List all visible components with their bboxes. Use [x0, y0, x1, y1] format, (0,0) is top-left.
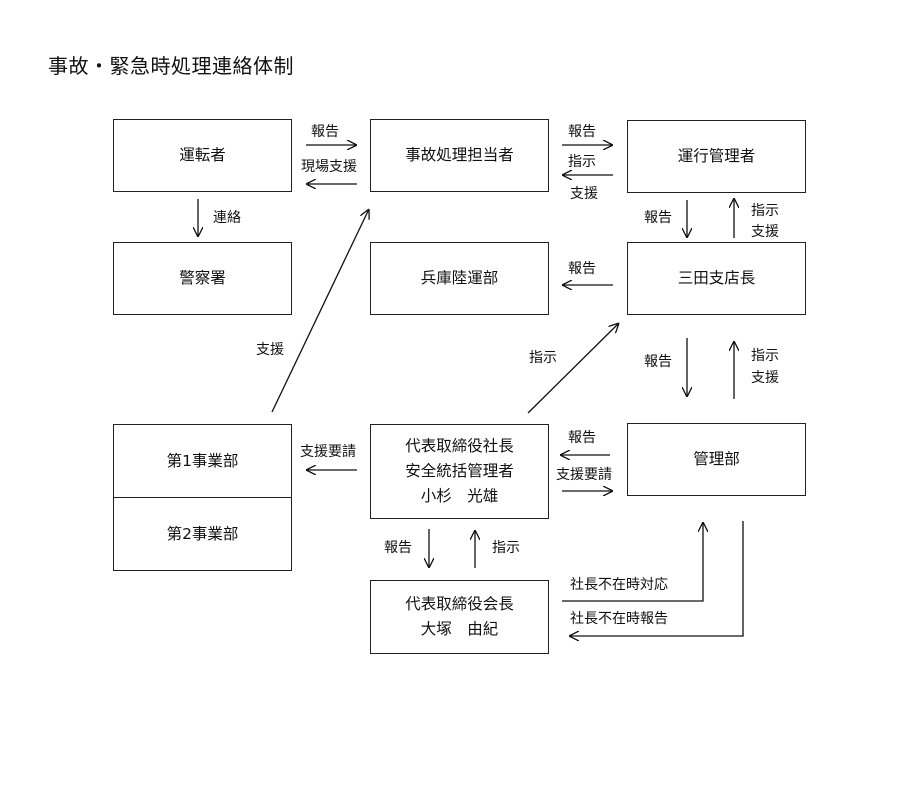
- label-admin-to-branch-instruct: 指示: [751, 348, 779, 364]
- node-div2-label: 第2事業部: [166, 524, 239, 543]
- label-president-to-chairman-report: 報告: [384, 540, 412, 556]
- label-admin-to-president-report: 報告: [568, 430, 596, 446]
- node-police: 警察署: [113, 242, 292, 315]
- node-chairman-line2: 大塚 由紀: [420, 620, 499, 638]
- node-accident-handler: 事故処理担当者: [370, 119, 549, 192]
- node-president: 代表取締役社長 安全統括管理者 小杉 光雄: [370, 424, 549, 519]
- node-accident-handler-label: 事故処理担当者: [405, 146, 514, 165]
- label-branch-to-hyogo-report: 報告: [568, 261, 596, 277]
- node-div1: 第1事業部: [113, 424, 292, 498]
- label-handler-to-opmgr-report: 報告: [568, 124, 596, 140]
- node-hyogo-riku: 兵庫陸運部: [370, 242, 549, 315]
- node-president-line2: 安全統括管理者: [405, 462, 514, 481]
- label-div1-to-handler-support: 支援: [256, 342, 284, 358]
- label-chairman-to-president-instruct: 指示: [492, 540, 520, 556]
- node-driver: 運転者: [113, 119, 292, 192]
- label-president-to-div1-request: 支援要請: [300, 444, 356, 460]
- node-admin-dept: 管理部: [627, 423, 806, 496]
- label-admin-to-branch-support: 支援: [751, 370, 779, 386]
- label-opmgr-to-handler-instruct: 指示: [568, 154, 596, 170]
- label-chairman-to-admin-absent: 社長不在時対応: [570, 577, 668, 593]
- label-admin-to-chairman-absent: 社長不在時報告: [570, 611, 668, 627]
- page-title: 事故・緊急時処理連絡体制: [48, 54, 294, 78]
- node-president-line3: 小杉 光雄: [420, 486, 499, 505]
- node-div2: 第2事業部: [113, 497, 292, 571]
- node-admin-dept-label: 管理部: [693, 450, 740, 469]
- arrow-president-to-branch: [527, 323, 619, 414]
- label-president-to-branch-instruct: 指示: [529, 350, 557, 366]
- node-operation-manager-label: 運行管理者: [677, 147, 756, 166]
- node-chairman: 代表取締役会長 大塚 由紀: [370, 580, 549, 654]
- arrow-admin-to-chairman: [569, 521, 744, 636]
- node-driver-label: 運転者: [179, 146, 226, 165]
- arrow-chairman-to-admin: [562, 522, 703, 602]
- arrow-div1-to-handler: [271, 209, 369, 413]
- node-sanda-branch-manager-label: 三田支店長: [677, 269, 756, 288]
- node-hyogo-riku-label: 兵庫陸運部: [420, 269, 499, 288]
- node-div1-label: 第1事業部: [166, 451, 239, 470]
- label-branch-to-opmgr-support: 支援: [751, 224, 779, 240]
- node-police-label: 警察署: [179, 269, 226, 288]
- label-branch-to-opmgr-instruct: 指示: [751, 203, 779, 219]
- label-opmgr-to-handler-support: 支援: [570, 186, 598, 202]
- label-president-to-admin-request: 支援要請: [556, 467, 612, 483]
- node-president-line1: 代表取締役社長: [405, 437, 514, 456]
- label-driver-to-handler-report: 報告: [311, 124, 339, 140]
- label-branch-to-admin-report: 報告: [644, 354, 672, 370]
- label-handler-to-driver-support: 現場支援: [301, 159, 357, 175]
- label-driver-to-police: 連絡: [213, 210, 241, 226]
- node-operation-manager: 運行管理者: [627, 120, 806, 193]
- label-opmgr-to-branch-report: 報告: [644, 210, 672, 226]
- node-sanda-branch-manager: 三田支店長: [627, 242, 806, 315]
- node-chairman-line1: 代表取締役会長: [405, 595, 514, 614]
